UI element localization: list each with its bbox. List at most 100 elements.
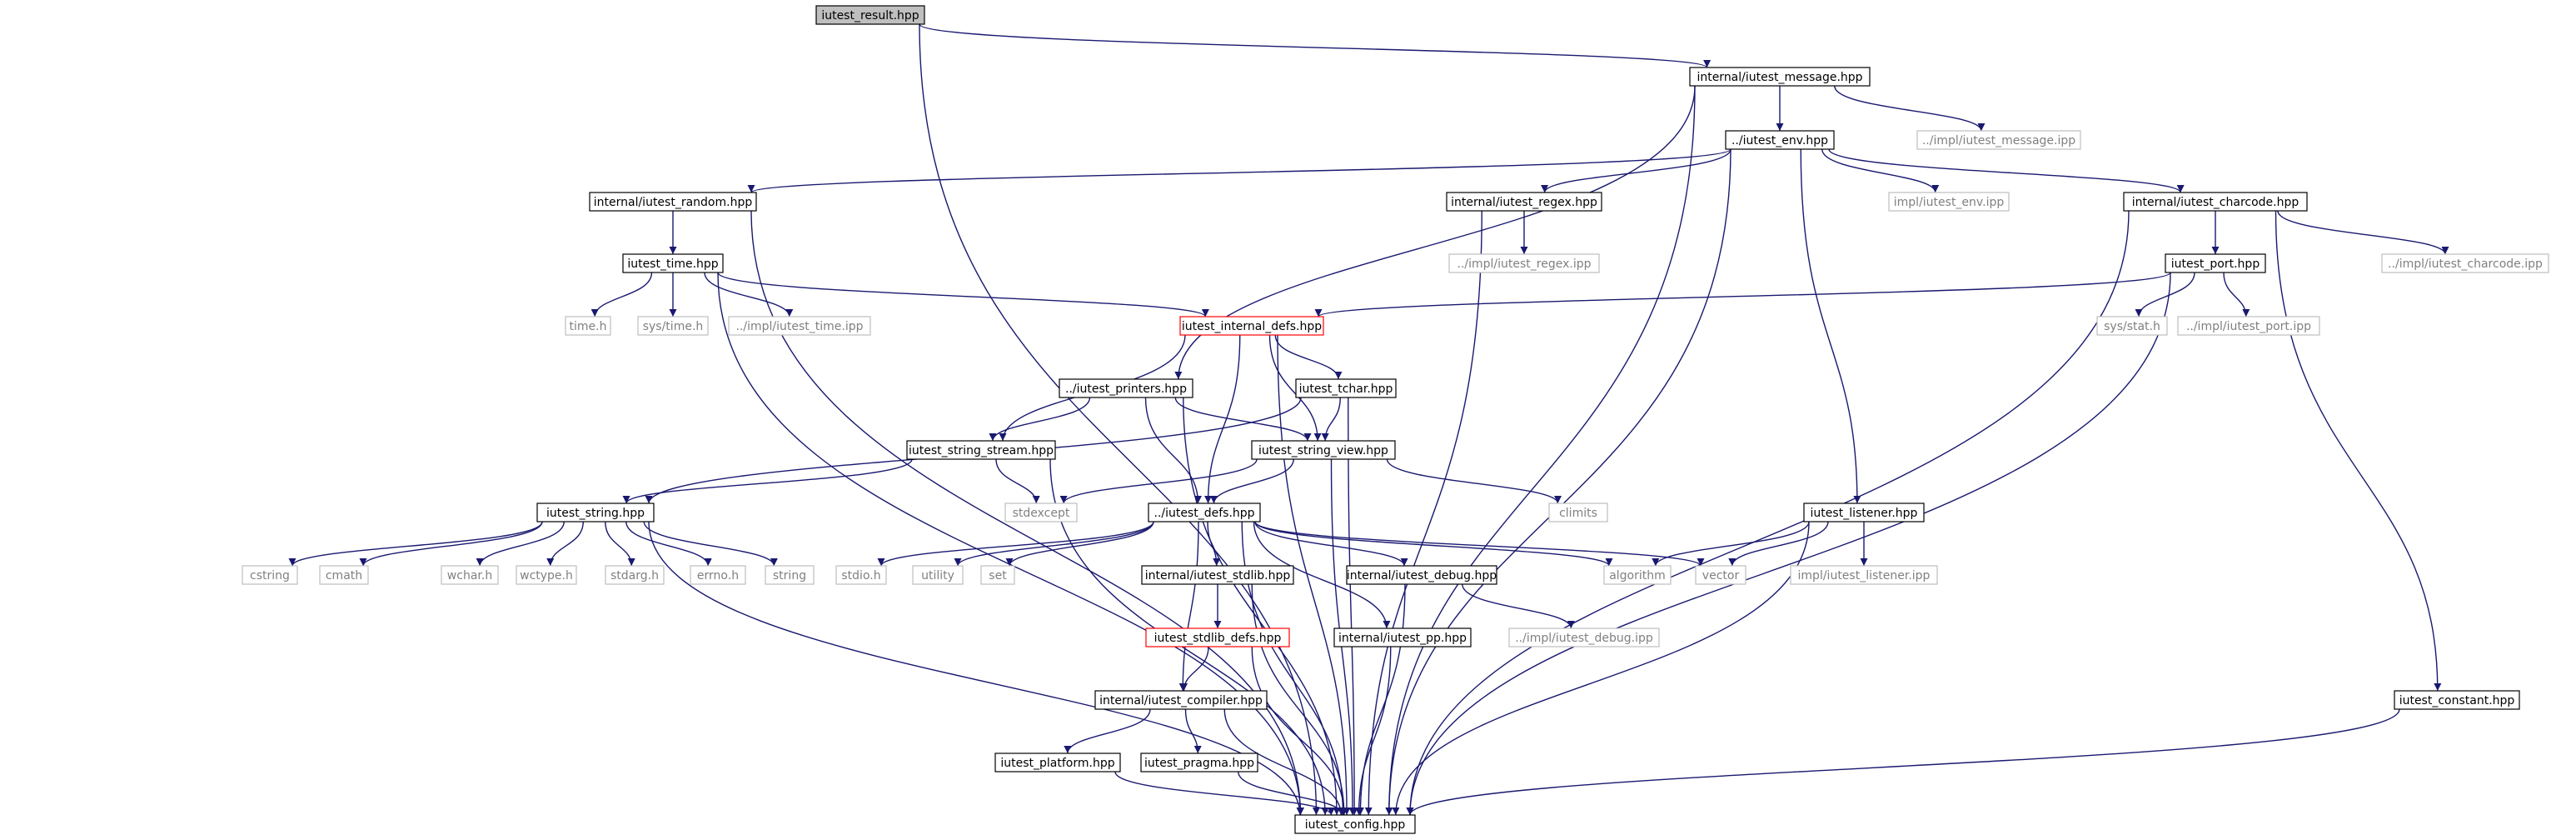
edge-string-to-config — [648, 521, 1304, 816]
edge-env-to-config — [1385, 148, 1731, 816]
edge-port-to-config — [1406, 272, 2171, 816]
edge-tchar-to-config — [1348, 397, 1358, 816]
node-regex[interactable]: internal/iutest_regex.hpp — [1446, 192, 1602, 212]
node-box — [1448, 253, 1600, 273]
node-label: cstring — [250, 569, 290, 582]
node-box — [2165, 253, 2266, 273]
node-errno-h: errno.h — [690, 565, 746, 585]
node-env[interactable]: ../iutest_env.hpp — [1725, 130, 1835, 150]
edge-charcode-to-constant — [2275, 210, 2442, 692]
node-box — [589, 192, 757, 212]
node-defs[interactable]: ../iutest_defs.hpp — [1148, 502, 1261, 522]
node-stdio-h: stdio.h — [835, 565, 887, 585]
node-label: sys/time.h — [643, 320, 704, 333]
node-pragma[interactable]: iutest_pragma.hpp — [1140, 752, 1258, 772]
edge-constant-to-config — [1406, 708, 2400, 816]
node-debug[interactable]: internal/iutest_debug.hpp — [1346, 565, 1497, 585]
edge-port-to-impl_port — [2223, 272, 2250, 318]
node-label: ../iutest_env.hpp — [1731, 134, 1828, 148]
node-box — [1333, 628, 1472, 648]
node-label: internal/iutest_message.hpp — [1697, 71, 1862, 84]
edge-defs-to-pp — [1253, 521, 1391, 629]
edge-string_view-to-config — [1330, 458, 1357, 816]
node-string[interactable]: iutest_string.hpp — [536, 502, 655, 522]
node-label: ../iutest_defs.hpp — [1153, 507, 1254, 520]
node-label: time.h — [570, 320, 607, 333]
node-label: internal/iutest_pp.hpp — [1338, 632, 1467, 645]
node-string-view[interactable]: iutest_string_view.hpp — [1251, 440, 1396, 460]
node-label: climits — [1559, 507, 1597, 520]
edge-pp-to-config — [1355, 646, 1392, 816]
node-box — [1695, 565, 1746, 585]
node-message[interactable]: internal/iutest_message.hpp — [1689, 67, 1871, 87]
node-wctype-h: wctype.h — [516, 565, 577, 585]
node-random[interactable]: internal/iutest_random.hpp — [589, 192, 757, 212]
node-box — [536, 502, 655, 522]
node-stdlib[interactable]: internal/iutest_stdlib.hpp — [1141, 565, 1294, 585]
node-label: ../impl/iutest_time.ipp — [735, 320, 863, 333]
node-label: iutest_string_stream.hpp — [909, 444, 1054, 458]
node-label: iutest_port.hpp — [2171, 258, 2260, 271]
node-label: impl/iutest_listener.ipp — [1798, 569, 1931, 582]
node-wchar-h: wchar.h — [441, 565, 499, 585]
node-charcode[interactable]: internal/iutest_charcode.hpp — [2123, 192, 2308, 212]
node-platform[interactable]: iutest_platform.hpp — [994, 752, 1121, 772]
node-listener[interactable]: iutest_listener.hpp — [1803, 502, 1925, 522]
node-impl-port: ../impl/iutest_port.ipp — [2177, 316, 2320, 336]
node-sys-time-h: sys/time.h — [637, 316, 709, 336]
node-impl-env: impl/iutest_env.ipp — [1888, 192, 2010, 212]
node-label: wctype.h — [520, 569, 573, 582]
node-internal-defs[interactable]: iutest_internal_defs.hpp — [1179, 316, 1324, 336]
edge-compiler-to-config — [1223, 708, 1345, 816]
node-stdexcept: stdexcept — [1004, 502, 1078, 522]
node-box — [441, 565, 499, 585]
edge-defs-to-stdio_h — [877, 521, 1154, 567]
edges-layer — [288, 23, 2449, 816]
node-label: impl/iutest_env.ipp — [1894, 196, 2005, 209]
edge-time-to-impl_time — [704, 272, 794, 318]
edge-string_stream-to-config — [1049, 458, 1329, 816]
edge-port-to-internal_defs — [1314, 272, 2171, 318]
node-algorithm: algorithm — [1603, 565, 1672, 585]
node-printers[interactable]: ../iutest_printers.hpp — [1059, 378, 1193, 398]
edge-env-to-random — [747, 148, 1731, 193]
edge-iutest_result-to-message — [919, 23, 1711, 68]
node-label: iutest_result.hpp — [821, 9, 919, 22]
edge-iutest_result-to-config — [919, 23, 1320, 816]
edge-env-to-charcode — [1828, 148, 2185, 193]
edge-tchar-to-string_view — [1321, 397, 1341, 442]
node-time[interactable]: iutest_time.hpp — [622, 253, 724, 273]
node-string-stream[interactable]: iutest_string_stream.hpp — [906, 440, 1056, 460]
node-tchar[interactable]: iutest_tchar.hpp — [1295, 378, 1397, 398]
edge-string-to-string_std — [643, 521, 778, 567]
node-box — [835, 565, 887, 585]
node-box — [1888, 192, 2010, 212]
edge-env-to-regex — [1541, 148, 1731, 193]
edge-string-to-wchar_h — [476, 521, 565, 567]
edge-listener-to-algorithm — [1652, 521, 1810, 567]
edge-defs-to-vector — [1254, 521, 1705, 567]
node-box — [1603, 565, 1672, 585]
edge-internal_defs-to-defs — [1204, 334, 1241, 504]
node-pp[interactable]: internal/iutest_pp.hpp — [1333, 628, 1472, 648]
node-box — [1094, 690, 1268, 710]
node-iutest-result[interactable]: iutest_result.hpp — [815, 5, 925, 25]
node-label: ../impl/iutest_message.ipp — [1922, 134, 2075, 148]
node-box — [1446, 192, 1602, 212]
node-box — [1346, 565, 1497, 585]
node-box — [2123, 192, 2308, 212]
node-stdlib-defs[interactable]: iutest_stdlib_defs.hpp — [1145, 628, 1290, 648]
edge-message-to-impl_message — [1834, 85, 1986, 132]
node-box — [622, 253, 724, 273]
edge-charcode-to-impl_charcode — [2277, 210, 2449, 255]
node-cstring: cstring — [242, 565, 298, 585]
node-box — [605, 565, 665, 585]
node-port[interactable]: iutest_port.hpp — [2165, 253, 2266, 273]
edge-string-to-cstring — [288, 521, 543, 567]
node-constant[interactable]: iutest_constant.hpp — [2394, 690, 2520, 710]
node-config[interactable]: iutest_config.hpp — [1294, 814, 1416, 834]
node-compiler[interactable]: internal/iutest_compiler.hpp — [1094, 690, 1268, 710]
node-label: iutest_constant.hpp — [2399, 694, 2515, 708]
